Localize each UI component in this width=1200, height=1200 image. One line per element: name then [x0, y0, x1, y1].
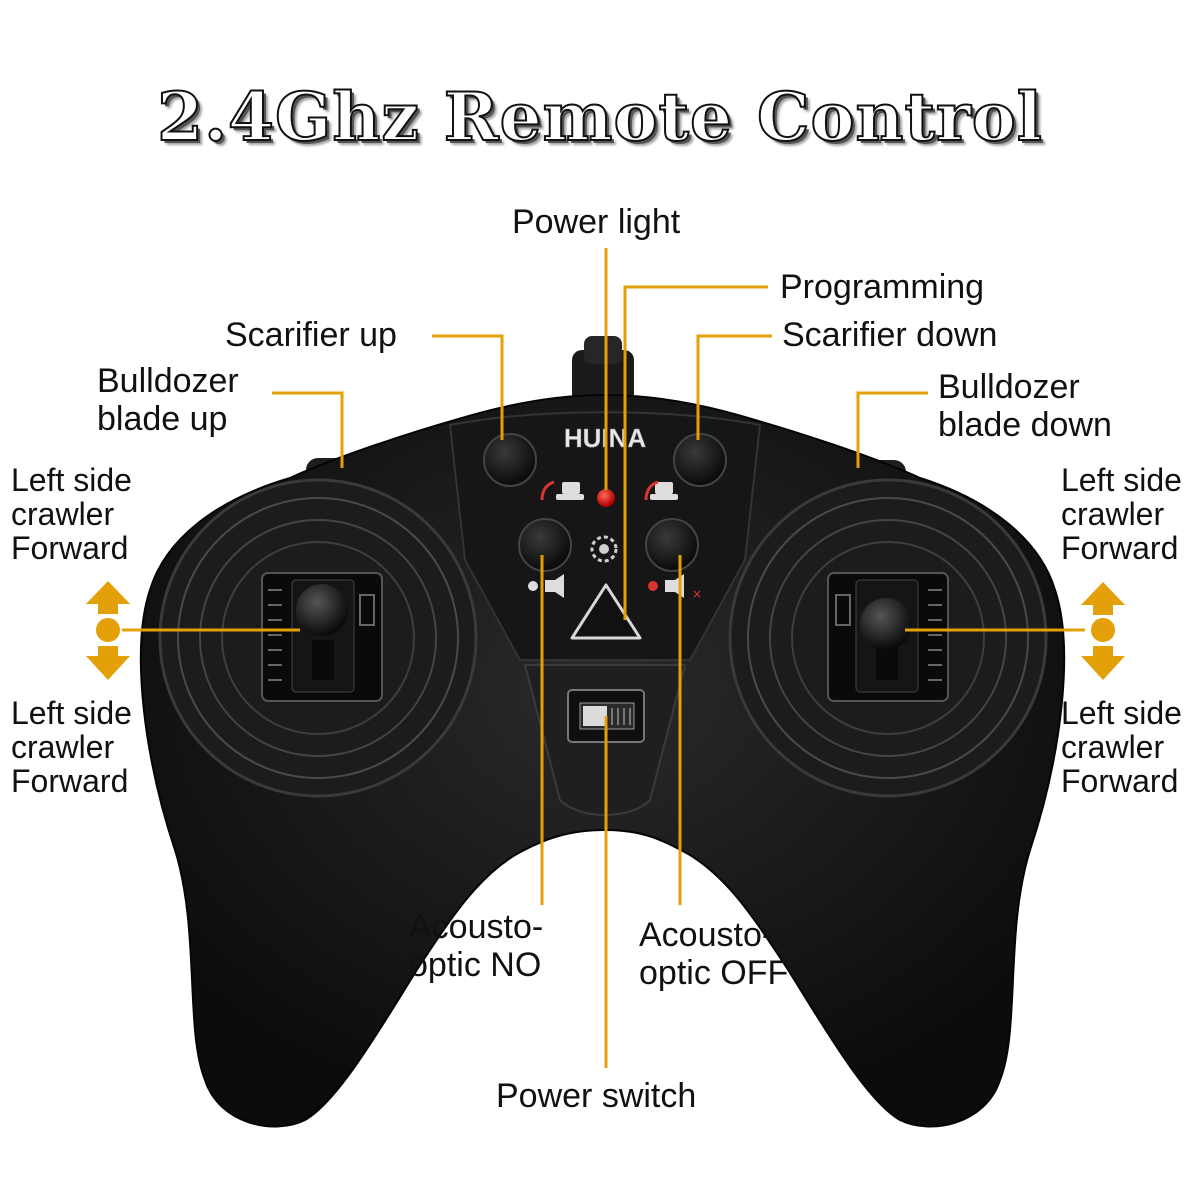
label-line: Left side: [1061, 462, 1182, 498]
label-line: Acousto-: [409, 908, 544, 946]
circle-dot-icon: [96, 618, 120, 642]
left-joystick[interactable]: [261, 572, 383, 702]
label-line: crawler: [1061, 729, 1165, 765]
arrow-up-icon: [1081, 582, 1125, 615]
arrow-down-icon: [86, 646, 130, 680]
label-line: optic NO: [409, 946, 542, 984]
acousto-optic-off-button[interactable]: [645, 518, 699, 572]
circle-dot-icon: [1091, 618, 1115, 642]
label-line: Acousto-: [639, 916, 774, 954]
label-line: Forward: [11, 530, 129, 566]
antenna: [572, 336, 634, 405]
label-line: crawler: [1061, 496, 1165, 532]
label-line: Bulldozer: [97, 362, 239, 400]
label-blade-up: Bulldozer blade up: [97, 362, 239, 438]
label-line: Left side: [1061, 695, 1182, 731]
label-left-crawler-top: Left side crawler Forward: [11, 463, 132, 565]
label-line: Bulldozer: [938, 368, 1080, 406]
label-line: crawler: [11, 729, 115, 765]
power-led: [597, 489, 615, 507]
scarifier-up-button[interactable]: [483, 433, 537, 487]
scarifier-down-button[interactable]: [673, 433, 727, 487]
acousto-optic-on-button[interactable]: [518, 518, 572, 572]
label-scarifier-down: Scarifier down: [782, 316, 998, 354]
label-right-crawler-top: Left side crawler Forward: [1061, 463, 1182, 565]
callout-lines: [122, 248, 1085, 1068]
gear-icon: [590, 535, 618, 563]
programming-button[interactable]: [570, 583, 642, 640]
label-line: blade up: [97, 400, 228, 438]
label-line: Forward: [1061, 763, 1179, 799]
light-sound-off-icon: ×: [648, 574, 702, 601]
label-blade-down: Bulldozer blade down: [938, 368, 1112, 444]
arrow-down-icon: [1081, 646, 1125, 680]
right-joystick[interactable]: [827, 572, 949, 702]
label-power-switch: Power switch: [496, 1077, 697, 1115]
label-line: Forward: [11, 763, 129, 799]
label-acousto-optic-off: Acousto- optic OFF: [639, 916, 788, 992]
label-programming: Programming: [780, 268, 985, 306]
label-acousto-optic-on: Acousto- optic NO: [409, 908, 543, 984]
label-power-light: Power light: [512, 203, 681, 241]
label-line: Left side: [11, 695, 132, 731]
label-line: Forward: [1061, 530, 1179, 566]
label-left-crawler-bottom: Left side crawler Forward: [11, 696, 132, 798]
excavator-up-icon: [540, 480, 584, 501]
label-line: optic OFF: [639, 954, 789, 992]
excavator-down-icon: [644, 480, 678, 501]
svg-text:×: ×: [692, 587, 702, 601]
light-sound-on-icon: [528, 574, 564, 598]
label-right-crawler-bottom: Left side crawler Forward: [1061, 696, 1182, 798]
arrow-up-icon: [86, 581, 130, 614]
label-scarifier-up: Scarifier up: [225, 316, 397, 354]
label-line: blade down: [938, 406, 1112, 444]
label-line: Left side: [11, 462, 132, 498]
page-title: 2.4Ghz Remote Control: [156, 77, 1043, 157]
label-line: crawler: [11, 496, 115, 532]
